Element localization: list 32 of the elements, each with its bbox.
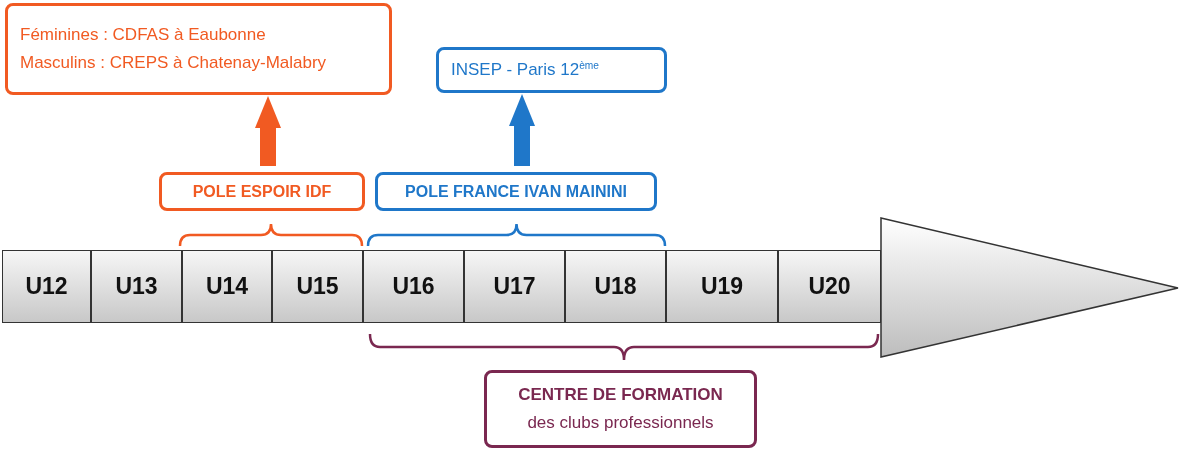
timeline-cell bbox=[363, 250, 464, 323]
age-label: U16 bbox=[392, 273, 435, 300]
program-name: POLE FRANCE IVAN MAININI bbox=[405, 182, 627, 201]
timeline-cell bbox=[778, 250, 881, 323]
program-box bbox=[375, 172, 657, 211]
timeline-cell bbox=[666, 250, 778, 323]
timeline-cell bbox=[464, 250, 565, 323]
age-label: U20 bbox=[808, 273, 851, 300]
age-label: U19 bbox=[700, 273, 744, 300]
training-centre-box bbox=[484, 370, 757, 448]
timeline-cell bbox=[2, 250, 91, 323]
info-box bbox=[436, 47, 667, 93]
box-text: Masculins : CREPS à Chatenay-Malabry bbox=[20, 53, 327, 73]
age-label: U14 bbox=[205, 273, 249, 300]
program-box bbox=[159, 172, 365, 211]
info-box bbox=[5, 3, 392, 95]
timeline-cell bbox=[91, 250, 182, 323]
age-label: U13 bbox=[115, 273, 158, 300]
age-label: U17 bbox=[493, 273, 536, 300]
timeline-cell bbox=[182, 250, 272, 323]
timeline-cell bbox=[565, 250, 666, 323]
age-label: U15 bbox=[296, 273, 339, 300]
age-label: U12 bbox=[25, 273, 68, 300]
timeline-cell bbox=[272, 250, 363, 323]
box-text: des clubs professionnels bbox=[527, 413, 714, 433]
centre-title: CENTRE DE FORMATION bbox=[518, 385, 723, 405]
box-text: INSEP - Paris 12$^{ème}$ bbox=[451, 60, 599, 80]
arrow bbox=[509, 94, 535, 166]
arrow bbox=[255, 96, 281, 166]
age-label: U18 bbox=[594, 273, 637, 300]
box-text: Féminines : CDFAS à Eaubonne bbox=[20, 25, 266, 45]
program-name: POLE ESPOIR IDF bbox=[192, 182, 332, 201]
